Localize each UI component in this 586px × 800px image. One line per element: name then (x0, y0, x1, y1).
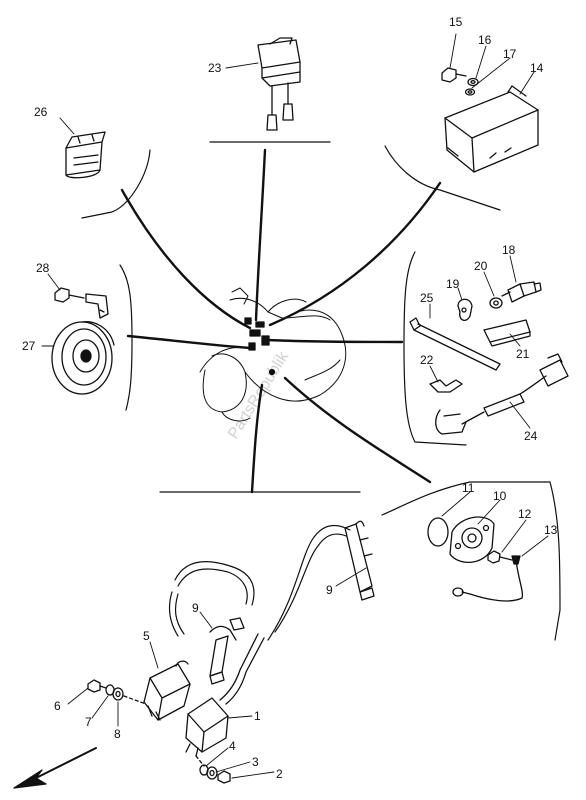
part-11-o-ring (427, 517, 449, 547)
callout-5: 5 (143, 629, 150, 643)
part-20-washer (489, 297, 503, 309)
callout-15: 15 (449, 15, 463, 29)
callout-leaders (41, 33, 549, 779)
callout-6: 6 (54, 699, 61, 713)
callout-9-left: 9 (192, 601, 199, 615)
callout-23: 23 (208, 61, 222, 75)
part-18-sensor (501, 281, 542, 303)
part-16-washer (467, 77, 479, 87)
part-9-plug-cap-left (209, 617, 245, 685)
part-22-bracket (429, 379, 463, 393)
part-21-pad (483, 319, 531, 347)
part-14-cdi-unit (444, 85, 539, 173)
callout-22: 22 (420, 353, 434, 367)
part-17-grommet (464, 88, 476, 96)
spark-plug-lead-loop (168, 561, 255, 637)
callout-28: 28 (36, 261, 50, 275)
callout-10: 10 (493, 489, 507, 503)
harness-center-connectors (244, 317, 276, 376)
callout-20: 20 (474, 259, 488, 273)
callout-13: 13 (544, 523, 558, 537)
callout-4: 4 (229, 739, 236, 753)
callout-18: 18 (502, 243, 516, 257)
part-13-lead-wire (452, 555, 524, 602)
callout-24: 24 (524, 429, 538, 443)
group-brackets (81, 141, 561, 641)
callout-26: 26 (34, 105, 48, 119)
part-6-bolt (87, 679, 107, 693)
callout-27: 27 (22, 339, 36, 353)
part-25-cable-tie (409, 317, 501, 371)
part-3-nut (206, 766, 218, 780)
harness-lines (120, 148, 442, 494)
part-19-clamp (457, 298, 473, 321)
part-23-relay (257, 37, 301, 131)
callout-11: 11 (462, 481, 475, 495)
part-27-horn (51, 293, 115, 395)
callout-16: 16 (478, 33, 492, 47)
callout-12: 12 (518, 507, 532, 521)
callout-3: 3 (252, 755, 259, 769)
part-12-screw (487, 550, 513, 564)
part-5-ignition-coil (143, 660, 191, 721)
callout-labels: 1 2 3 4 5 6 7 8 9 9 10 11 12 13 14 15 16… (22, 15, 558, 781)
part-28-bolt (54, 287, 85, 303)
callout-17: 17 (503, 47, 517, 61)
assembly-line-1 (195, 755, 205, 767)
callout-19: 19 (446, 277, 460, 291)
part-1-ignition-coil (185, 633, 265, 757)
spark-plug-lead-long (267, 524, 351, 641)
part-8-nut (112, 687, 124, 701)
part-26-connector (65, 131, 106, 179)
callout-14: 14 (530, 61, 544, 75)
assembly-line-5 (123, 695, 147, 705)
front-direction-arrow-icon (13, 747, 97, 789)
part-2-bolt (217, 770, 231, 784)
callout-1: 1 (254, 709, 261, 723)
callout-25: 25 (420, 291, 434, 305)
watermark-text: PartsRepublik (225, 348, 293, 442)
frame-outline (199, 287, 347, 422)
callout-8: 8 (114, 727, 121, 741)
part-9-plug-cap-right (344, 520, 375, 601)
callout-7: 7 (85, 715, 92, 729)
part-24-lead (435, 353, 569, 435)
callout-9-right: 9 (326, 583, 333, 597)
part-15-bolt (441, 67, 467, 83)
callout-21: 21 (516, 347, 530, 361)
part-10-switch (449, 516, 495, 563)
callout-2: 2 (276, 767, 283, 781)
